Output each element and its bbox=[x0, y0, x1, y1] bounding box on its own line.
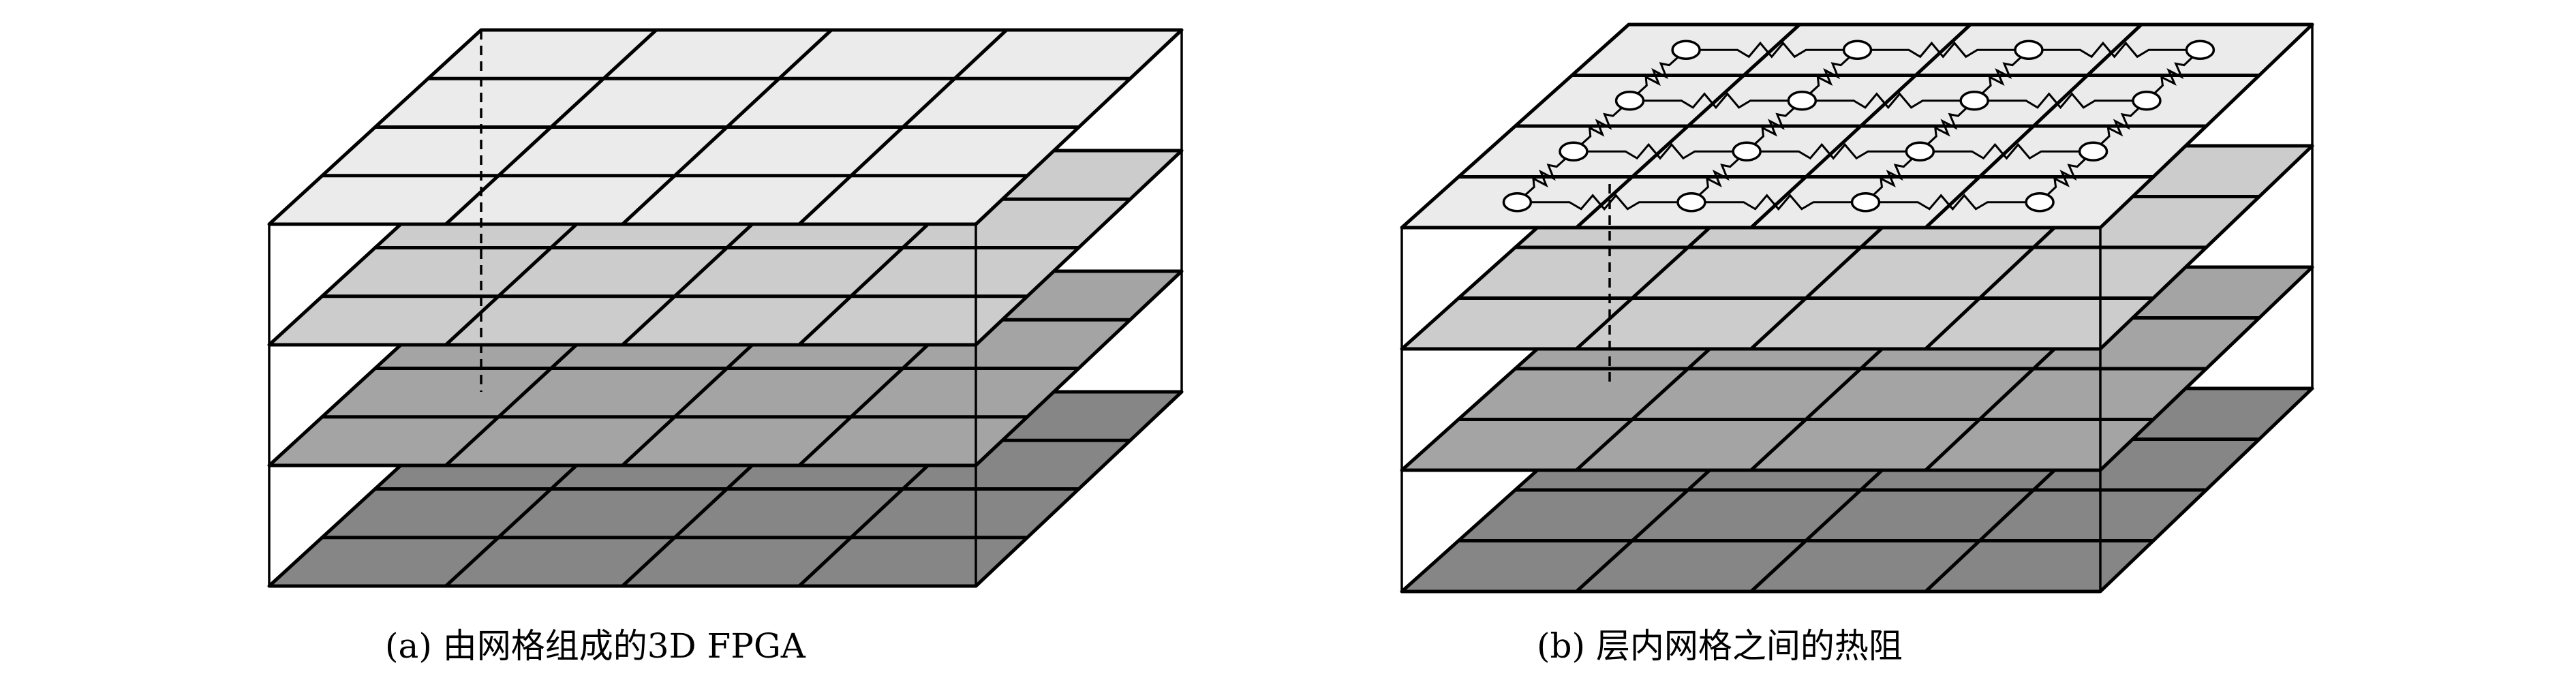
thermal-resistor bbox=[1865, 151, 1921, 203]
thermal-resistor bbox=[1691, 194, 1866, 211]
grid-node bbox=[2185, 40, 2215, 60]
thermal-resistor bbox=[2092, 99, 2148, 153]
grid-node bbox=[1787, 91, 1818, 111]
grid-node bbox=[1671, 40, 1701, 60]
thermal-resistance-network bbox=[1502, 40, 2215, 213]
thermal-resistor bbox=[1801, 49, 1858, 102]
right-caption: (b) 层内网格之间的热阻 bbox=[1537, 626, 1903, 666]
fpga-stack-right bbox=[1400, 22, 2314, 594]
grid-node bbox=[1676, 192, 1706, 213]
grid-col-line bbox=[1924, 22, 2143, 230]
thermal-resistor bbox=[1629, 92, 1803, 110]
thermal-resistor bbox=[1572, 99, 1631, 153]
thermal-resistor bbox=[1865, 194, 2040, 211]
grid-col-line bbox=[1749, 22, 1972, 230]
grid-node bbox=[1732, 141, 1762, 162]
thermal-resistor bbox=[1746, 99, 1803, 153]
stack-b-layer-4 bbox=[1400, 22, 2314, 230]
thermal-resistor bbox=[1857, 41, 2029, 59]
thermal-resistor bbox=[1573, 142, 1747, 160]
thermal-resistor bbox=[1920, 142, 2094, 160]
thermal-resistor bbox=[1919, 99, 1976, 153]
grid-node bbox=[2025, 192, 2055, 213]
grid-node bbox=[1842, 40, 1873, 60]
grid-col-line bbox=[1574, 22, 1802, 230]
thermal-resistor bbox=[1974, 92, 2147, 110]
thermal-resistor bbox=[2028, 41, 2201, 59]
fpga-stack-left bbox=[267, 28, 1184, 588]
thermal-resistor bbox=[1629, 49, 1687, 102]
thermal-resistor bbox=[1690, 151, 1748, 203]
thermal-resistor bbox=[1516, 151, 1574, 203]
left-caption: (a) 由网格组成的3D FPGA bbox=[385, 626, 806, 666]
thermal-resistor bbox=[1686, 41, 1858, 59]
grid-node bbox=[2014, 40, 2044, 60]
grid-node bbox=[1850, 192, 1881, 213]
thermal-resistor bbox=[1517, 194, 1691, 211]
thermal-resistor bbox=[1747, 142, 1920, 160]
grid-node bbox=[2132, 91, 2162, 111]
grid-col-line bbox=[621, 28, 833, 226]
thermal-resistor bbox=[2039, 151, 2094, 203]
grid-node bbox=[1959, 91, 1989, 111]
grid-node bbox=[2078, 141, 2109, 162]
thermal-resistor bbox=[1802, 92, 1975, 110]
stack-a-layer-4 bbox=[267, 28, 1184, 226]
grid-node bbox=[1614, 91, 1645, 111]
grid-node bbox=[1905, 141, 1935, 162]
grid-node bbox=[1559, 141, 1589, 162]
thermal-resistor bbox=[1974, 49, 2029, 102]
grid-node bbox=[1502, 192, 1533, 213]
grid-col-line bbox=[797, 28, 1009, 226]
thermal-resistor bbox=[2145, 49, 2201, 102]
